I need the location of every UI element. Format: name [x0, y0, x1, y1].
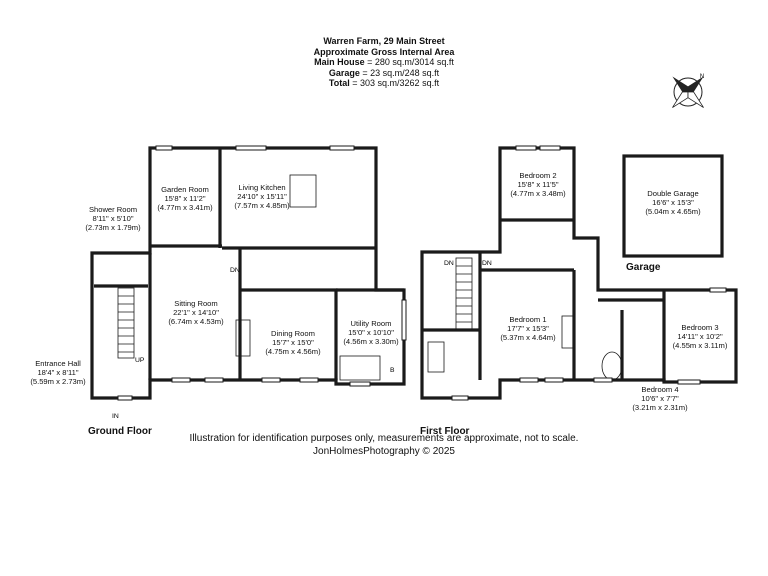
- disclaimer: Illustration for identification purposes…: [0, 432, 768, 458]
- first-floor-title: First Floor: [420, 426, 470, 437]
- marker-dn-3: DN: [482, 260, 492, 267]
- marker-in: IN: [112, 413, 119, 420]
- ground-floor-title: Ground Floor: [88, 426, 152, 437]
- marker-b: B: [390, 367, 395, 374]
- garage-area: Garage = 23 sq.m/248 sq.ft: [328, 67, 440, 78]
- plan-header: Warren Farm, 29 Main Street Approximate …: [0, 36, 768, 89]
- property-title: Warren Farm, 29 Main Street: [323, 36, 445, 46]
- copyright-line: JonHolmesPhotography © 2025: [313, 446, 455, 457]
- main-house-area: Main House = 280 sq.m/3014 sq.ft: [314, 57, 454, 67]
- garage-title: Garage: [626, 262, 661, 273]
- first-floor-outline: [420, 146, 738, 400]
- marker-dn-2: DN: [444, 260, 454, 267]
- disclaimer-line: Illustration for identification purposes…: [189, 433, 579, 444]
- compass-n: N: [700, 74, 704, 80]
- marker-up: UP: [135, 357, 145, 364]
- compass-rose-icon: N: [672, 74, 704, 108]
- marker-dn-1: DN: [230, 267, 240, 274]
- area-title: Approximate Gross Internal Area: [313, 46, 455, 57]
- double-garage-outline: [622, 154, 724, 258]
- total-area: Total = 303 sq.m/3262 sq.ft: [328, 78, 440, 88]
